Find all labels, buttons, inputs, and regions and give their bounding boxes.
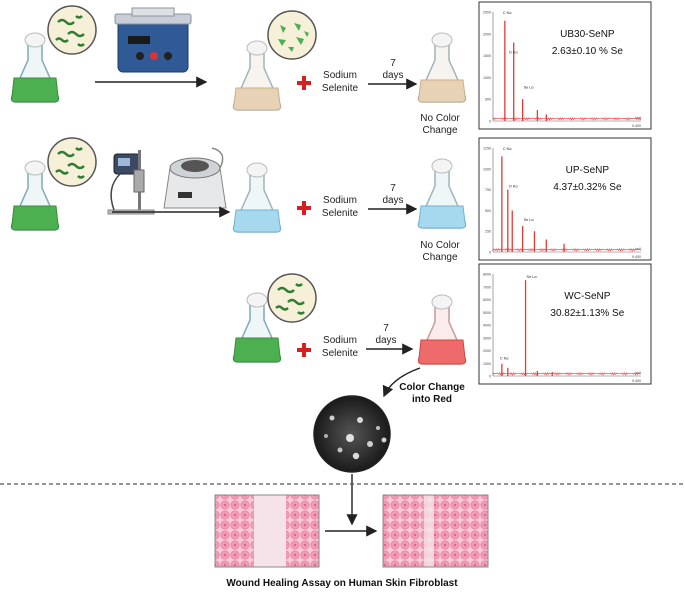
row3-reagent-line1: Sodium	[323, 335, 357, 346]
spectrum-y-tick-label: 1000	[483, 167, 491, 171]
spectrum-y-tick-label: 7000	[483, 285, 491, 289]
spectrum-frame	[478, 1, 652, 130]
assay-caption: Wound Healing Assay on Human Skin Fibrob…	[226, 578, 458, 589]
row3-duration-line2: days	[375, 335, 396, 346]
spectrum-y-tick-label: 2000	[483, 32, 491, 36]
row3-outcome-line1: Color Change	[399, 382, 465, 393]
spectrum-panel-2: 1250 1000 750 500 250 0 9.400 keV C Kα O Kα Se Lα U…	[478, 137, 652, 261]
sem-micrograph-image	[313, 395, 391, 473]
spectrum-y-tick-label: 6000	[483, 298, 491, 302]
spectrum-y-tick-label: 0	[489, 120, 491, 124]
spectrum-y-tick-label: 2500	[483, 11, 491, 15]
spectrum-y-tick-label: 0	[489, 375, 491, 379]
row1-duration-line1: 7	[390, 58, 396, 69]
row3-bacteria-culture-icon	[267, 273, 317, 323]
spectrum-y-tick-label: 8000	[483, 273, 491, 277]
spectrum-title: UB30-SeNP	[560, 29, 615, 40]
spectrum-y-tick-label: 500	[485, 209, 491, 213]
row2-reagent-line2: Selenite	[322, 208, 359, 219]
row3-result-flask	[417, 294, 467, 365]
spectrum-x-end-label: 9.400	[632, 124, 641, 128]
wound-assay-after-panel	[382, 494, 489, 568]
ultrasonic-bath-icon	[114, 7, 192, 73]
spectrum-y-tick-label: 500	[485, 98, 491, 102]
spectrum-title: UP-SeNP	[566, 165, 610, 176]
probe-sonicator-icon	[107, 150, 155, 215]
spectrum-panel-3: 8000 7000 6000 5000 4000 3000 2000 1000 0 9.400 ke…	[478, 263, 652, 385]
centrifuge-icon	[163, 147, 227, 209]
row2-plus-icon	[297, 201, 311, 215]
spectrum-y-tick-label: 1500	[483, 54, 491, 58]
spectrum-y-tick-label: 1000	[483, 76, 491, 80]
spectrum-baseline	[492, 248, 642, 252]
spectrum-se-content: 4.37±0.32% Se	[553, 182, 622, 193]
spectrum-y-tick-label: 250	[485, 230, 491, 234]
spectrum-y-tick-label: 3000	[483, 336, 491, 340]
row1-bacteria-culture-icon	[47, 5, 97, 55]
spectrum-y-tick-label: 750	[485, 188, 491, 192]
row3-duration-line1: 7	[383, 323, 389, 334]
spectrum-y-tick-label: 4000	[483, 324, 491, 328]
spectrum-title: WC-SeNP	[564, 291, 610, 302]
spectrum-peak-label: Se Lα	[527, 275, 538, 279]
row3-to-sem-arrow	[382, 367, 421, 398]
row1-lysed-bacteria-icon	[267, 10, 317, 60]
spectrum-se-content: 2.63±0.10 % Se	[552, 46, 624, 57]
row2-outcome-line1: No Color	[420, 240, 460, 251]
row1-outcome-line2: Change	[422, 125, 457, 136]
row2-bacteria-culture-icon	[47, 137, 97, 187]
row2-treated-flask	[232, 162, 282, 233]
row1-reagent-line1: Sodium	[323, 70, 357, 81]
spectrum-se-content: 30.82±1.13% Se	[550, 308, 624, 319]
spectrum-y-tick-label: 5000	[483, 311, 491, 315]
spectrum-peak-label: C Kα	[500, 357, 509, 361]
row1-plus-icon	[297, 76, 311, 90]
row2-duration-line1: 7	[390, 183, 396, 194]
spectrum-baseline	[492, 117, 642, 121]
spectrum-peak-label: O Kα	[509, 185, 519, 189]
spectrum-x-end-label: 9.400	[632, 255, 641, 259]
spectrum-y-tick-label: 1250	[483, 147, 491, 151]
row1-starting-flask	[10, 32, 60, 103]
row1-result-flask	[417, 32, 467, 103]
row1-reagent-line2: Selenite	[322, 83, 359, 94]
row3-reagent-line2: Selenite	[322, 348, 359, 359]
spectrum-x-end-label: 9.400	[632, 379, 641, 383]
row2-starting-flask	[10, 160, 60, 231]
spectrum-peak-label: C Kα	[503, 11, 512, 15]
spectrum-y-tick-label: 2000	[483, 349, 491, 353]
spectrum-unit-label: keV	[636, 247, 642, 251]
row1-treated-flask	[232, 40, 282, 111]
spectrum-peak-label: O Kα	[509, 50, 519, 54]
row1-outcome-line1: No Color	[420, 113, 460, 124]
row2-result-flask	[417, 158, 467, 229]
row3-starting-flask	[232, 292, 282, 363]
row2-duration-line2: days	[382, 195, 403, 206]
spectrum-frame	[478, 137, 652, 261]
spectrum-peak-label: Se Lα	[524, 218, 535, 222]
spectrum-y-tick-label: 1000	[483, 362, 491, 366]
row1-duration-line2: days	[382, 70, 403, 81]
row2-outcome-line2: Change	[422, 252, 457, 263]
row3-plus-icon	[297, 343, 311, 357]
row3-outcome-line2: into Red	[412, 394, 452, 405]
spectrum-y-tick-label: 0	[489, 251, 491, 255]
wound-assay-before-panel	[214, 494, 320, 568]
row2-reagent-line1: Sodium	[323, 195, 357, 206]
spectrum-unit-label: keV	[636, 371, 642, 375]
spectrum-peak-label: Se Lα	[524, 85, 535, 89]
spectrum-baseline	[492, 372, 642, 376]
spectrum-peak-label: C Kα	[503, 147, 512, 151]
spectrum-frame	[478, 263, 652, 385]
